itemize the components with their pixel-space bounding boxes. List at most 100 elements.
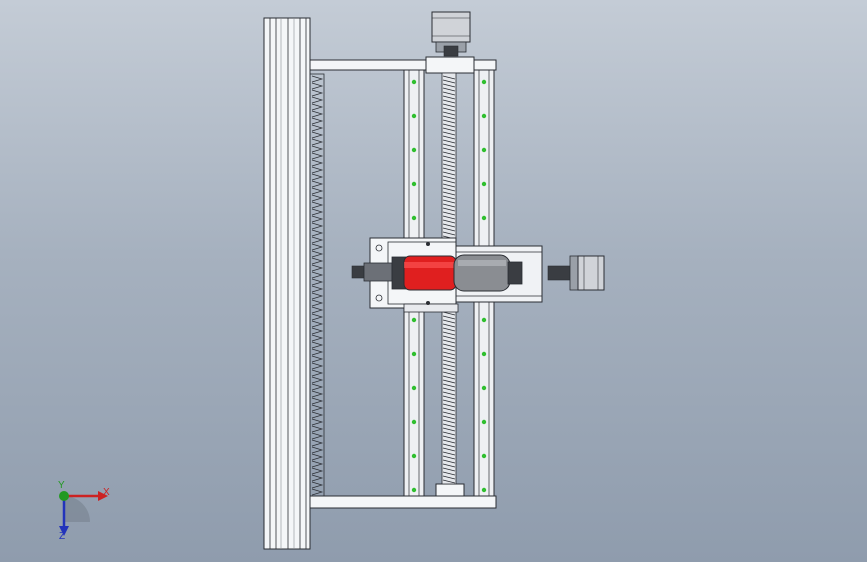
screw-thread	[442, 199, 456, 204]
screw-thread	[442, 339, 456, 344]
chain-link	[311, 271, 324, 279]
chain-link	[311, 124, 324, 132]
screw-thread	[442, 327, 456, 332]
chain-link	[311, 411, 324, 419]
chain-link	[311, 264, 324, 272]
chain-link	[311, 236, 324, 244]
y-axis-dot	[59, 491, 69, 501]
screw-thread	[442, 463, 456, 468]
screw-thread	[442, 111, 456, 116]
chain-link	[311, 467, 324, 475]
screw-thread	[442, 79, 456, 84]
screw-thread	[442, 403, 456, 408]
chain-link	[311, 110, 324, 118]
screw-thread	[442, 439, 456, 444]
screw-thread	[442, 387, 456, 392]
screw-thread	[442, 119, 456, 124]
chain-link	[311, 96, 324, 104]
chain-link	[311, 229, 324, 237]
screw-thread	[442, 183, 456, 188]
screw-thread	[442, 315, 456, 320]
chain-link	[311, 474, 324, 482]
bottom-crossbar[interactable]	[309, 483, 497, 509]
chain-link	[311, 313, 324, 321]
top-crossbar[interactable]	[309, 56, 497, 74]
chain-link	[311, 138, 324, 146]
screw-thread	[442, 379, 456, 384]
screw-thread	[442, 311, 456, 316]
gantry-column[interactable]	[263, 17, 311, 550]
screw-thread	[442, 115, 456, 120]
screw-thread	[442, 399, 456, 404]
chain-link	[311, 334, 324, 342]
rail-hole	[411, 385, 417, 391]
screw-thread	[442, 443, 456, 448]
chain-link	[311, 187, 324, 195]
screw-thread	[442, 319, 456, 324]
chain-link	[311, 152, 324, 160]
y-axis-label: Y	[58, 480, 65, 491]
screw-thread	[442, 103, 456, 108]
screw-thread	[442, 375, 456, 380]
screw-thread	[442, 87, 456, 92]
chain-link	[311, 75, 324, 83]
chain-link	[311, 481, 324, 489]
chain-link	[311, 418, 324, 426]
chain-link	[311, 222, 324, 230]
screw-thread	[442, 343, 456, 348]
chain-link	[311, 285, 324, 293]
chain-link	[311, 159, 324, 167]
screw-thread	[442, 147, 456, 152]
screw-thread	[442, 151, 456, 156]
spindle-motor[interactable]	[351, 254, 523, 292]
chain-link	[311, 208, 324, 216]
chain-link	[311, 369, 324, 377]
screw-thread	[442, 211, 456, 216]
chain-link	[311, 103, 324, 111]
screw-thread	[442, 191, 456, 196]
screw-thread	[442, 367, 456, 372]
screw-thread	[442, 359, 456, 364]
chain-link	[311, 327, 324, 335]
screw-thread	[442, 331, 456, 336]
screw-thread	[442, 451, 456, 456]
top-stepper-motor[interactable]	[431, 11, 471, 57]
rail-hole	[481, 181, 487, 187]
screw-thread	[442, 423, 456, 428]
chain-link	[311, 278, 324, 286]
chain-link	[311, 215, 324, 223]
chain-link	[311, 145, 324, 153]
screw-thread	[442, 203, 456, 208]
screw-thread	[442, 83, 456, 88]
rail-hole	[481, 487, 487, 493]
screw-thread	[442, 159, 456, 164]
rail-hole	[411, 453, 417, 459]
side-stepper-motor[interactable]	[547, 255, 605, 291]
screw-thread	[442, 195, 456, 200]
rail-hole	[481, 79, 487, 85]
chain-link	[311, 376, 324, 384]
chain-link	[311, 383, 324, 391]
screw-thread	[442, 371, 456, 376]
coordinate-triad	[59, 491, 108, 536]
screw-thread	[442, 207, 456, 212]
screw-thread	[442, 107, 456, 112]
rail-hole	[411, 317, 417, 323]
screw-thread	[442, 411, 456, 416]
screw-thread	[442, 131, 456, 136]
screw-thread	[442, 143, 456, 148]
screw-thread	[442, 223, 456, 228]
rail-hole	[481, 317, 487, 323]
chain-link	[311, 82, 324, 90]
screw-thread	[442, 219, 456, 224]
screw-thread	[442, 179, 456, 184]
chain-link	[311, 362, 324, 370]
rail-hole	[481, 419, 487, 425]
chain-link	[311, 390, 324, 398]
screw-thread	[442, 471, 456, 476]
rail-hole	[481, 215, 487, 221]
rail-hole	[411, 181, 417, 187]
screw-thread	[442, 127, 456, 132]
